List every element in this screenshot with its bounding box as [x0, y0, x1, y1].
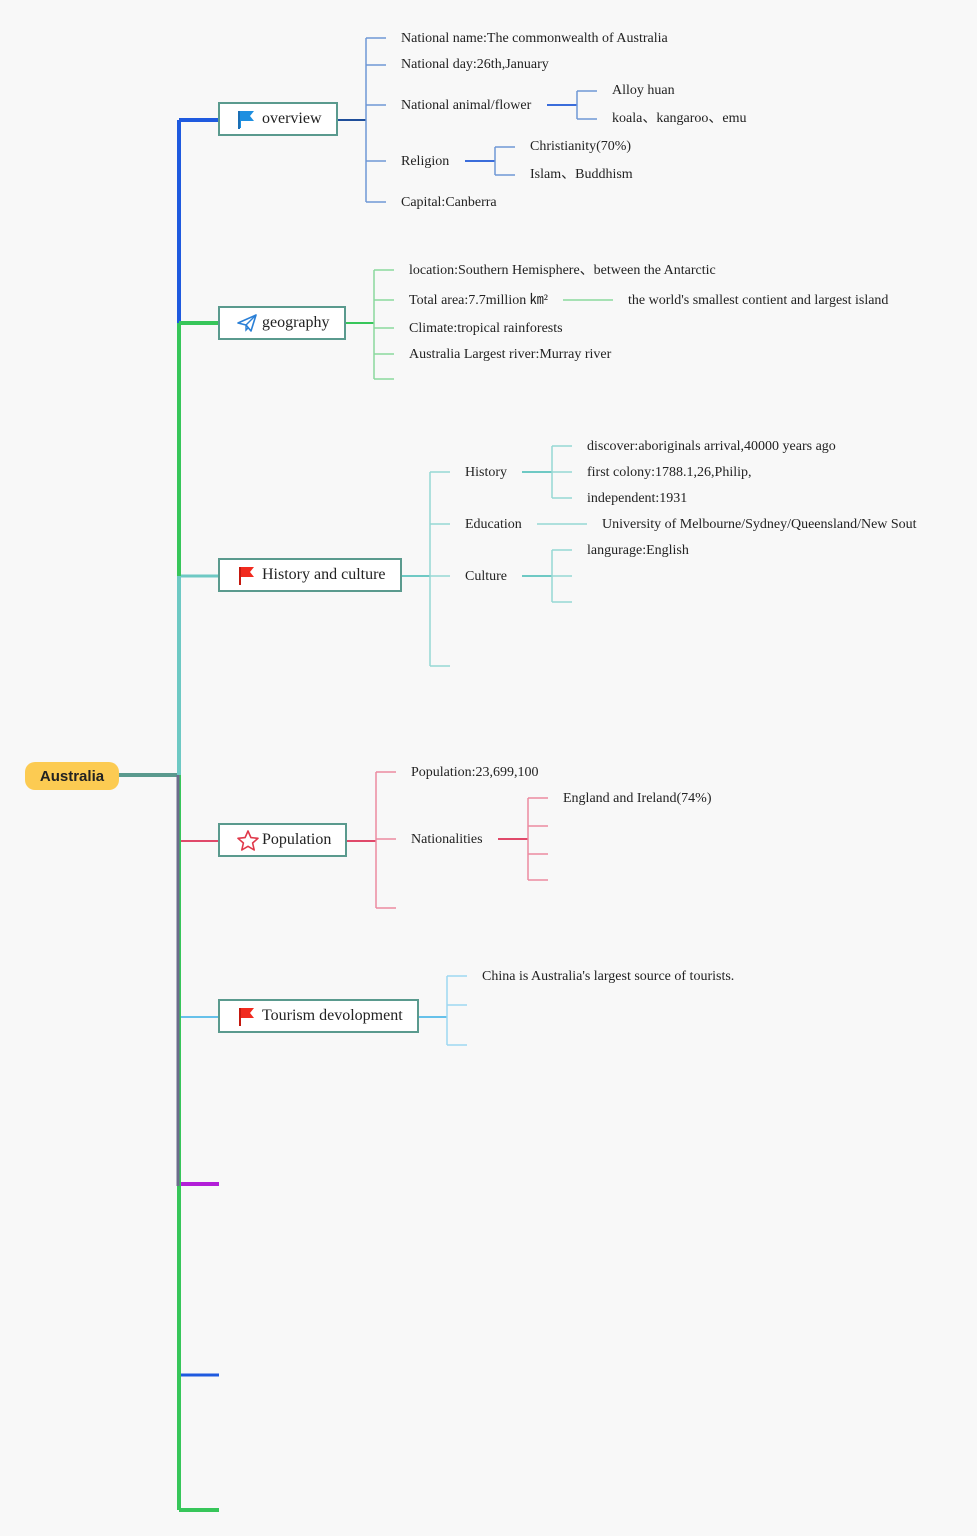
- overview-christianity[interactable]: Christianity(70%): [530, 139, 632, 154]
- topic-geography[interactable]: geography: [218, 306, 346, 340]
- overview-capital[interactable]: Capital:Canberra: [401, 195, 497, 210]
- nationalities-england[interactable]: England and Ireland(74%): [563, 791, 712, 806]
- overview-animal-flower[interactable]: National animal/flower: [401, 98, 532, 113]
- topic-population[interactable]: Population: [218, 823, 348, 857]
- topic-overview[interactable]: overview: [218, 102, 338, 136]
- history-colony[interactable]: first colony:1788.1,26,Philip,: [587, 465, 752, 480]
- red-flag-icon: [236, 564, 258, 586]
- root-topic-australia[interactable]: Australia: [25, 762, 119, 790]
- overview-islam[interactable]: Islam、Buddhism: [530, 167, 633, 182]
- topic-label: Tourism devolopment: [262, 1007, 403, 1024]
- education-node[interactable]: Education: [465, 517, 522, 532]
- topic-label: History and culture: [262, 566, 386, 583]
- culture-node[interactable]: Culture: [465, 569, 507, 584]
- geography-climate[interactable]: Climate:tropical rainforests: [409, 321, 563, 336]
- history-discover[interactable]: discover:aboriginals arrival,40000 years…: [587, 439, 836, 454]
- population-nationalities[interactable]: Nationalities: [411, 832, 483, 847]
- overview-religion[interactable]: Religion: [401, 154, 450, 169]
- topic-history-and-culture[interactable]: History and culture: [218, 558, 402, 592]
- history-node[interactable]: History: [465, 465, 507, 480]
- history-independent[interactable]: independent:1931: [587, 491, 688, 506]
- education-university[interactable]: University of Melbourne/Sydney/Queenslan…: [602, 517, 917, 532]
- topic-label: geography: [262, 314, 330, 331]
- culture-language[interactable]: langurage:English: [587, 543, 689, 558]
- paper-plane-icon: [236, 312, 258, 334]
- tourism-china[interactable]: China is Australia's largest source of t…: [482, 969, 735, 984]
- overview-national-day[interactable]: National day:26th,January: [401, 57, 549, 72]
- overview-national-name[interactable]: National name:The commonwealth of Austra…: [401, 31, 668, 46]
- root-label: Australia: [39, 767, 105, 785]
- topic-label: overview: [262, 110, 322, 127]
- overview-koala[interactable]: koala、kangaroo、emu: [612, 111, 747, 126]
- geography-location[interactable]: location:Southern Hemisphere、between the…: [409, 263, 716, 278]
- star-icon: [236, 829, 259, 851]
- population-count[interactable]: Population:23,699,100: [411, 765, 539, 780]
- topic-label: Population: [262, 831, 332, 848]
- overview-alloy[interactable]: Alloy huan: [612, 83, 675, 98]
- geography-area[interactable]: Total area:7.7million ㎞²: [409, 293, 548, 308]
- blue-flag-icon: [236, 108, 258, 130]
- geography-area-note[interactable]: the world's smallest contient and larges…: [628, 293, 889, 308]
- geography-river[interactable]: Australia Largest river:Murray river: [409, 347, 612, 362]
- red-flag-icon: [236, 1005, 258, 1027]
- topic-tourism-devolopment[interactable]: Tourism devolopment: [218, 999, 419, 1033]
